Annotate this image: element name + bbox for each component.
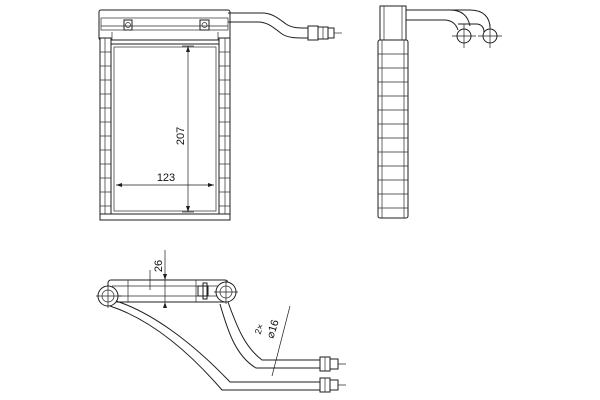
width-dimension-label: 123 (157, 172, 175, 184)
pipe-count-label: 2× (253, 323, 266, 336)
pipe-diameter-callout: 2× ⌀16 (253, 305, 291, 377)
depth-dimension: 26 (130, 250, 200, 308)
side-pipes (406, 9, 502, 48)
pipe-diameter-label: ⌀16 (265, 318, 282, 340)
top-pipes (109, 300, 346, 393)
depth-dimension-label: 26 (153, 260, 165, 272)
height-dimension: 207 (175, 45, 194, 213)
width-dimension: 123 (116, 172, 214, 187)
front-outlet-pipe (228, 12, 342, 41)
front-right-side-plate (218, 37, 231, 219)
top-view: 26 2× ⌀16 (96, 250, 346, 393)
top-centre-lines (96, 280, 238, 308)
top-tank (107, 279, 229, 303)
side-core (377, 39, 409, 219)
front-left-side-plate (99, 37, 112, 219)
height-dimension-label: 207 (175, 127, 187, 145)
side-top-tank (379, 5, 407, 41)
front-top-tank (98, 9, 231, 41)
front-core (99, 43, 231, 221)
front-view: 207 123 (98, 9, 342, 221)
side-view (377, 5, 502, 219)
